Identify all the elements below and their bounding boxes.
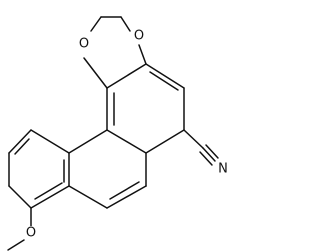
bond (106, 63, 147, 89)
bond (205, 144, 219, 159)
bond (30, 129, 70, 154)
bond (34, 182, 63, 200)
bond (106, 129, 147, 154)
bond (8, 129, 32, 154)
bond (202, 147, 216, 162)
bond (30, 185, 70, 209)
bond (90, 16, 102, 32)
bond (120, 16, 131, 32)
molecule-structure-diagram: O O N O (7, 16, 228, 251)
bond (83, 57, 108, 89)
bond (149, 71, 179, 91)
bond (183, 129, 204, 149)
atom-label-oxygen: O (26, 226, 36, 241)
bond (199, 151, 213, 166)
bond (68, 129, 108, 154)
bond (8, 185, 32, 209)
bond (14, 138, 30, 155)
bond (68, 185, 108, 209)
bond (106, 185, 147, 209)
bond (145, 63, 185, 89)
atom-label-nitrogen: N (218, 162, 228, 177)
structure-canvas: O O N O (7, 16, 228, 251)
atom-label-oxygen: O (79, 37, 89, 52)
atom-label-oxygen: O (134, 29, 144, 44)
bond (7, 239, 25, 251)
bond (109, 181, 140, 200)
bond (138, 44, 147, 65)
bond (145, 129, 185, 154)
